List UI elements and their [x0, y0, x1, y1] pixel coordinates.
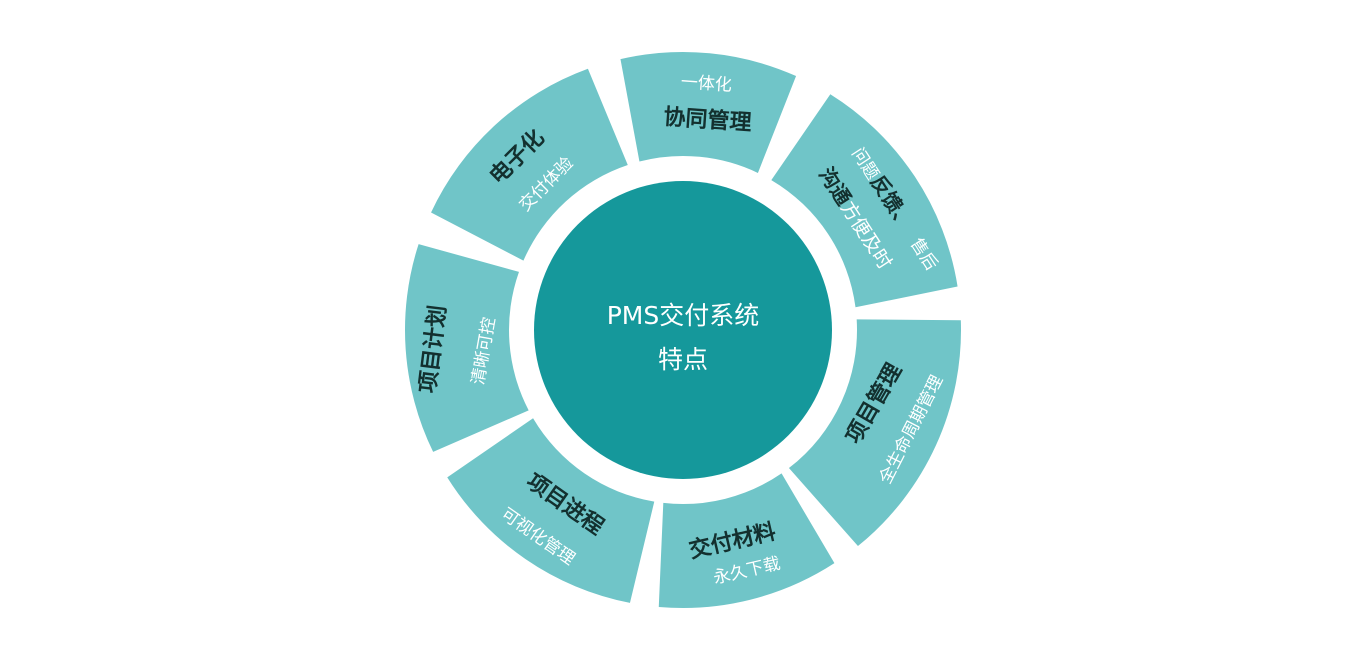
center-subtitle: 特点	[658, 345, 708, 374]
segment-progress	[447, 418, 655, 603]
segment-collab-main: 协同管理	[663, 104, 753, 136]
segment-project-mgmt	[788, 319, 961, 547]
segment-feedback	[771, 94, 958, 308]
segment-digital	[431, 68, 628, 261]
segments-group	[405, 51, 961, 609]
center-title: PMS交付系统	[607, 301, 760, 330]
segment-collab	[620, 51, 797, 173]
segment-materials	[658, 473, 835, 609]
segment-collab-sub: 一体化	[680, 72, 732, 96]
segment-plan	[405, 244, 529, 452]
center-circle	[534, 181, 832, 479]
